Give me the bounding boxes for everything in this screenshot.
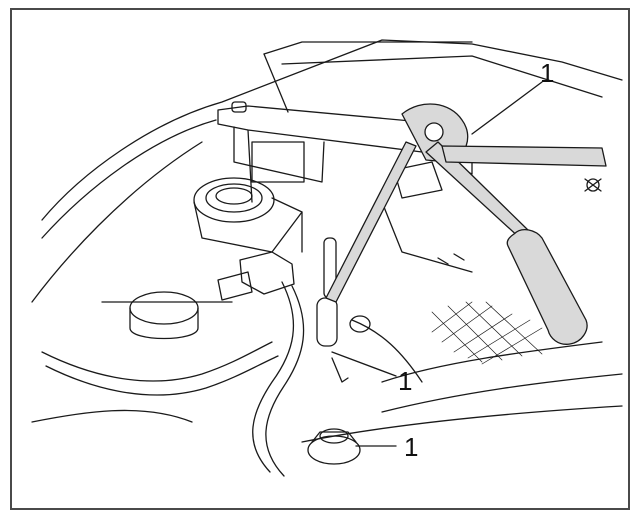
nut-icon <box>307 428 361 465</box>
leader-lines <box>331 81 543 447</box>
torque-wrench <box>325 103 607 345</box>
wiring-harness <box>31 251 305 477</box>
ground-surface <box>301 341 623 443</box>
bolt-icon <box>584 178 602 192</box>
strut-tower <box>193 177 303 253</box>
callout-nut: 1 <box>404 432 419 462</box>
cowl-panel <box>217 101 473 203</box>
callout-bracket: 1 <box>398 366 413 396</box>
reservoir-cap <box>101 291 233 340</box>
engine-bay-illustration <box>31 39 623 477</box>
illustration-frame: 1 1 1 <box>10 8 630 510</box>
crosshatch <box>431 301 543 365</box>
hood-outline <box>31 39 623 303</box>
callout-wrench: 1 <box>540 58 555 88</box>
